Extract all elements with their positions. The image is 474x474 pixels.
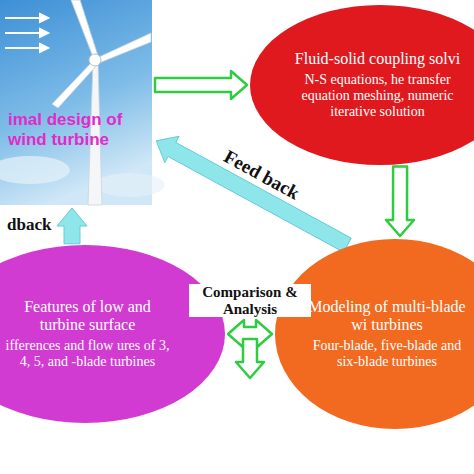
process-ellipse: Modeling of multi-blade wi turbinesFour-… bbox=[275, 239, 474, 429]
text-block: Fluid-solid coupling solviN-S equations,… bbox=[285, 50, 470, 121]
process-ellipse: Features of low and turbine surfaceiffer… bbox=[0, 245, 225, 423]
ellipse-outline bbox=[275, 239, 474, 429]
text-block: Modeling of multi-blade wi turbinesFour-… bbox=[303, 298, 471, 371]
ellipse-outline bbox=[0, 245, 225, 423]
block-arrow bbox=[386, 166, 414, 236]
block-arrow bbox=[57, 208, 87, 244]
text-block: Features of low and turbine surfaceiffer… bbox=[5, 298, 170, 371]
node-heading: imal design of wind turbine bbox=[8, 110, 140, 149]
text-block: imal design of wind turbine bbox=[8, 110, 140, 149]
node-body: N-S equations, he transfer equation mesh… bbox=[285, 72, 470, 120]
image-panel: imal design of wind turbine bbox=[0, 0, 152, 205]
ellipse-shape bbox=[250, 5, 474, 165]
process-ellipse: Fluid-solid coupling solviN-S equations,… bbox=[250, 5, 474, 165]
node-heading: Fluid-solid coupling solvi bbox=[285, 50, 470, 68]
edge-label: Feed back bbox=[220, 146, 303, 204]
ellipse-shape bbox=[0, 245, 225, 423]
ellipse-shape bbox=[275, 239, 474, 429]
node-heading: Modeling of multi-blade wi turbines bbox=[303, 298, 471, 335]
node-body: Four-blade, five-blade and six-blade tur… bbox=[303, 338, 471, 370]
node-heading: Features of low and turbine surface bbox=[5, 298, 170, 335]
block-arrow bbox=[155, 71, 247, 99]
node-body: ifferences and flow ures of 3, 4, 5, and… bbox=[5, 338, 170, 370]
edge-label: dback bbox=[7, 216, 51, 235]
